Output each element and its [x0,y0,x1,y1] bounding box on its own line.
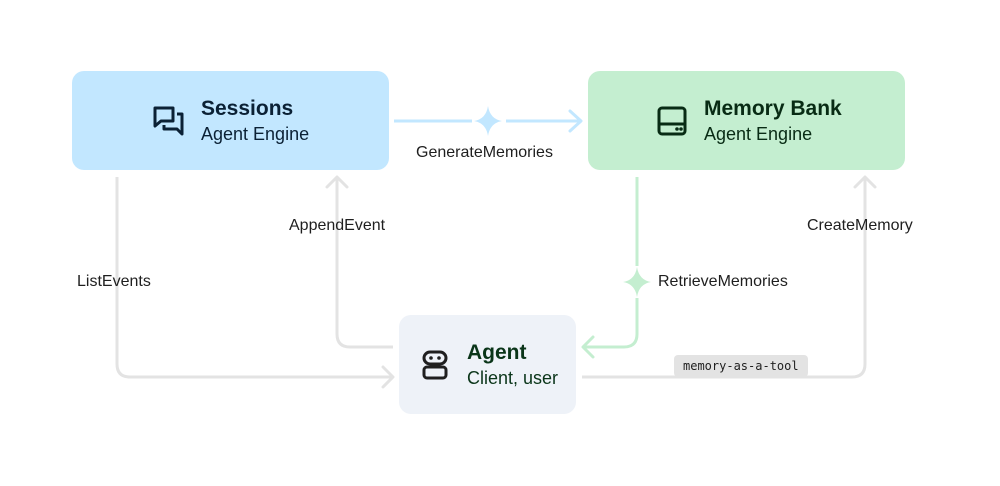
agent-node: Agent Client, user [399,315,576,414]
memory-as-a-tool-tag: memory-as-a-tool [674,355,808,377]
create-memory-label: CreateMemory [807,217,913,234]
sessions-node: Sessions Agent Engine [72,71,389,170]
list-events-connector [115,177,395,389]
agent-title: Agent [467,340,527,364]
memory-bank-node: Memory Bank Agent Engine [588,71,905,170]
list-events-label: ListEvents [77,273,151,290]
memory-bank-subtitle: Agent Engine [704,123,813,144]
create-memory-connector [582,175,877,379]
append-event-label: AppendEvent [289,217,386,234]
sparkle-icon [474,106,502,136]
memory-bank-title: Memory Bank [704,96,842,120]
chat-bubbles-icon [151,103,187,139]
robot-icon [417,347,453,383]
generate-memories-connector [394,106,583,136]
storage-drive-icon [654,103,690,139]
sessions-subtitle: Agent Engine [201,123,310,144]
retrieve-memories-label: RetrieveMemories [658,273,788,290]
sparkle-icon [623,267,651,297]
retrieve-memories-connector [581,177,651,359]
agent-subtitle: Client, user [467,367,559,388]
generate-memories-label: GenerateMemories [416,144,553,161]
sessions-title: Sessions [201,96,294,120]
append-event-connector [325,175,393,349]
